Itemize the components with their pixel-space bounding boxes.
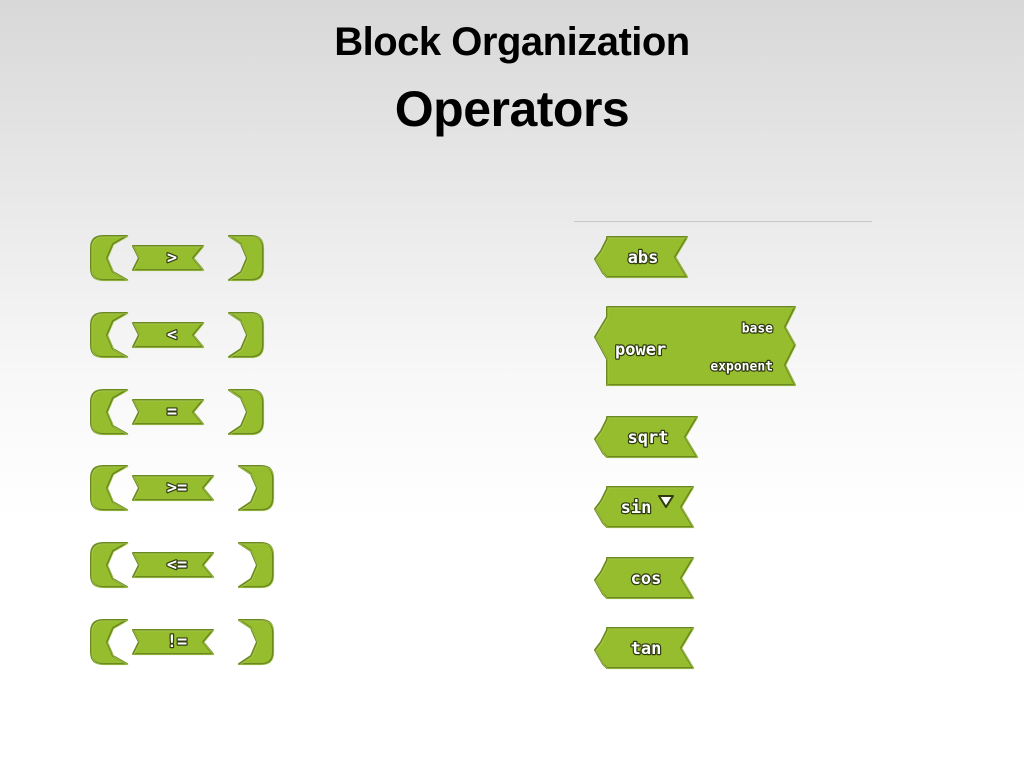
compare-block-lte[interactable]: <= [88, 540, 275, 592]
compare-block-gte[interactable]: >= [88, 463, 275, 515]
function-label: sqrt [628, 428, 669, 448]
math-block-abs[interactable]: abs [591, 234, 691, 280]
compare-block-neq[interactable]: != [88, 617, 275, 669]
triangle-down-icon[interactable] [658, 495, 674, 508]
operator-label: < [167, 325, 177, 345]
compare-block-eq[interactable]: = [88, 387, 265, 439]
slide-subtitle: Operators [394, 81, 630, 137]
function-label: abs [628, 248, 659, 268]
operator-label: <= [167, 555, 187, 575]
divider-line [574, 221, 872, 222]
math-block-tan[interactable]: tan [591, 625, 697, 671]
operator-label: > [167, 248, 177, 268]
operator-label: != [167, 632, 187, 652]
power-label: power [615, 340, 666, 360]
math-block-power[interactable]: power base exponent [591, 305, 803, 389]
math-block-cos[interactable]: cos [591, 555, 697, 601]
operator-label: = [167, 402, 177, 422]
compare-block-gt[interactable]: > [88, 233, 265, 285]
base-socket-label: base [742, 322, 773, 337]
slide-title: Block Organization [334, 20, 690, 64]
operator-label: >= [167, 478, 187, 498]
exponent-socket-label: exponent [710, 360, 773, 375]
function-label: tan [631, 639, 662, 659]
math-block-sqrt[interactable]: sqrt [591, 414, 701, 460]
math-block-sin[interactable]: sin [591, 484, 697, 530]
compare-block-lt[interactable]: < [88, 310, 265, 362]
function-label: cos [631, 569, 662, 589]
function-label: sin [621, 498, 652, 518]
